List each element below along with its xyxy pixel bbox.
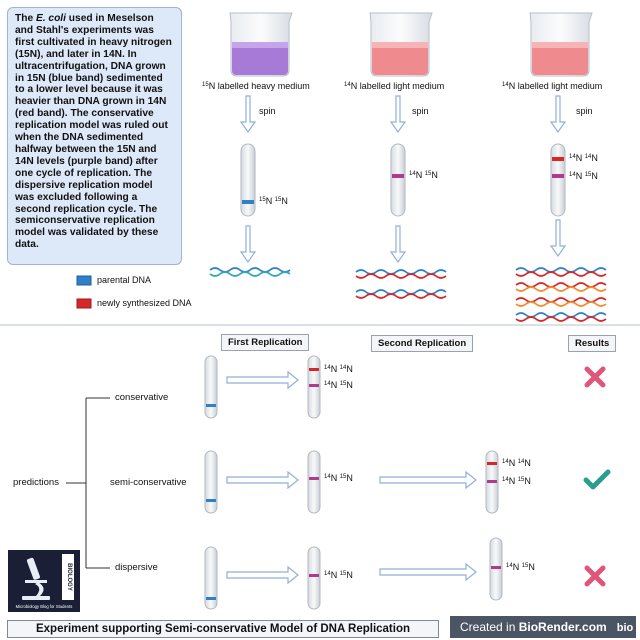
explanation-organism: E. coli: [35, 13, 66, 24]
tube-semi-second: [485, 450, 499, 514]
column-second-replication: Second Replication: [371, 335, 474, 352]
blog-logo: BIOLOGY Microbiology Blog for Students: [8, 550, 80, 612]
logo-caption: Microbiology Blog for Students: [16, 604, 73, 609]
tube-disp-parent: [204, 546, 218, 610]
prediction-conservative: conservative: [115, 392, 169, 403]
band-label-t3b: 14N 15N: [569, 171, 598, 181]
explanation-box: The E. coli used in Meselson and Stahl's…: [7, 7, 182, 265]
microscope-icon: BIOLOGY Microbiology Blog for Students: [8, 550, 80, 612]
beaker-light-2: [529, 12, 593, 77]
brand-name: BioRender.com: [518, 620, 607, 634]
prediction-dispersive: dispersive: [115, 562, 158, 573]
spin-label-3: spin: [576, 106, 593, 116]
brand-prefix: Created in: [460, 620, 519, 634]
dna-second-gen: [515, 267, 607, 322]
legend-parental-label: parental DNA: [97, 275, 152, 285]
medium-label-heavy: 15N labelled heavy medium: [202, 81, 310, 91]
legend-swatch-parental: [76, 275, 92, 286]
band-label-t2: 14N 15N: [409, 170, 438, 180]
band-label-semi-2b: 14N 15N: [502, 476, 531, 486]
legend-swatch-new: [76, 298, 92, 309]
tube-top-1: [240, 143, 256, 217]
spin-label-1: spin: [259, 106, 276, 116]
spin-label-2: spin: [412, 106, 429, 116]
explanation-text: used in Meselson and Stahl's experiments…: [15, 13, 172, 251]
explanation-text-start: The: [15, 13, 36, 24]
tube-semi-first: [307, 450, 321, 514]
right-arrows: [226, 370, 477, 585]
cross-icon-dispersive: [584, 565, 606, 587]
tube-semi-parent: [204, 450, 218, 514]
check-icon-semi: [583, 469, 611, 490]
prediction-tree: [66, 397, 110, 569]
medium-label-light-2: 14N labelled light medium: [502, 81, 603, 91]
band-label-disp-2: 14N 15N: [506, 562, 535, 572]
medium-label-light-1: 14N labelled light medium: [344, 81, 445, 91]
tube-cons-parent: [204, 355, 218, 419]
band-label-t3a: 14N 14N: [569, 153, 598, 163]
legend-new-label: newly synthesized DNA: [97, 298, 192, 308]
dna-hybrid: [355, 269, 447, 299]
beaker-heavy: [229, 12, 293, 77]
biorender-badge[interactable]: Created in BioRender.com bio: [450, 616, 636, 638]
column-results: Results: [568, 335, 617, 352]
biorender-logo-icon: bio: [616, 622, 634, 634]
tube-top-3: [550, 143, 566, 217]
tube-cons-first: [307, 355, 321, 419]
band-label-disp-1: 14N 15N: [324, 570, 353, 580]
band-label-semi-1: 14N 15N: [324, 473, 353, 483]
predictions-label: predictions: [13, 477, 59, 488]
cross-icon-conservative: [584, 366, 606, 388]
tube-disp-second: [489, 537, 503, 601]
band-label-semi-2a: 14N 14N: [502, 458, 531, 468]
band-label-t1: 15N 15N: [259, 196, 288, 206]
dna-heavy: [209, 267, 291, 277]
tube-disp-first: [307, 546, 321, 610]
band-label-cons-a: 14N 14N: [324, 364, 353, 374]
beaker-light-1: [369, 12, 433, 77]
band-label-cons-b: 14N 15N: [324, 380, 353, 390]
column-first-replication: First Replication: [221, 334, 310, 351]
tube-top-2: [390, 143, 406, 217]
logo-vertical-text: BIOLOGY: [66, 563, 72, 591]
figure-title: Experiment supporting Semi-conservative …: [7, 620, 439, 638]
down-arrows-top: [239, 95, 567, 264]
prediction-semi-conservative: semi-conservative: [110, 477, 187, 488]
